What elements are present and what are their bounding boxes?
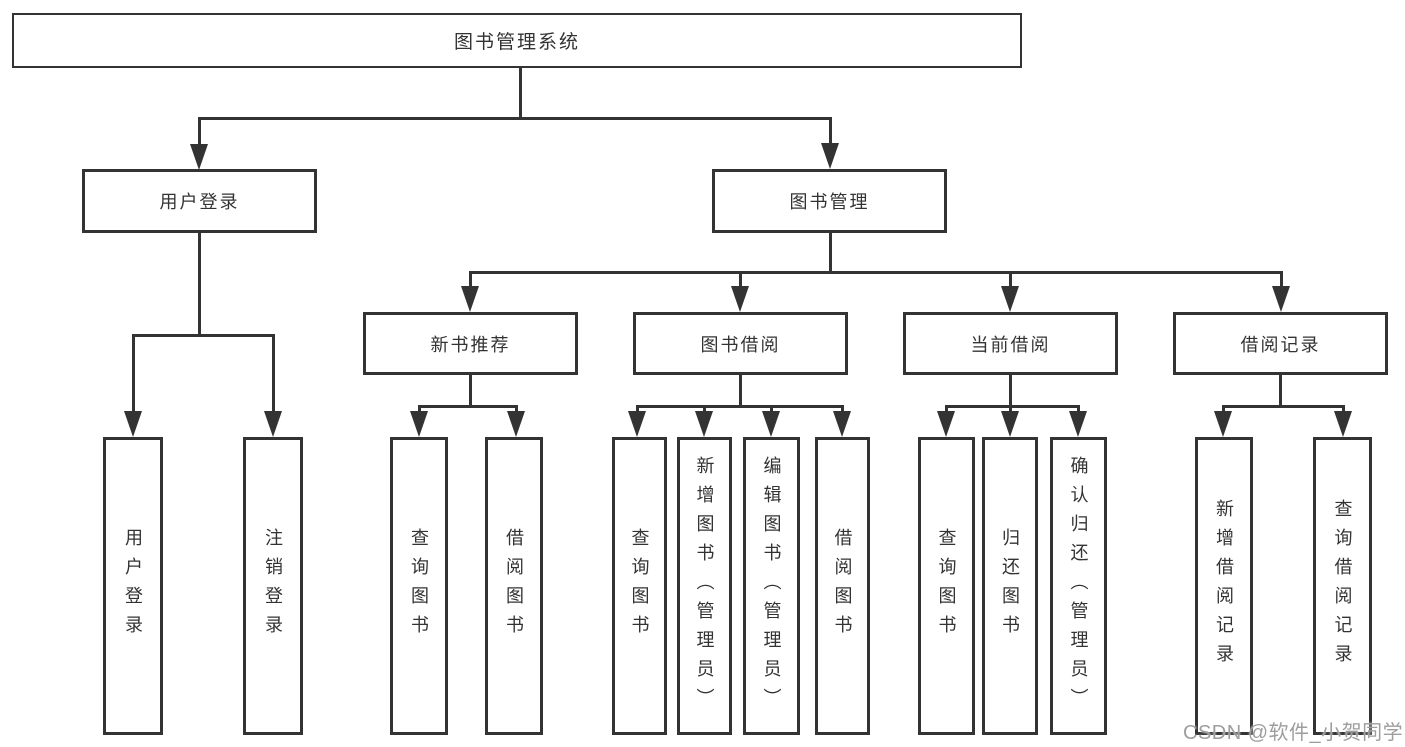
leaf-label: 新增借阅记录	[1214, 499, 1234, 673]
connector-line	[945, 405, 1079, 408]
connector-line	[132, 334, 274, 337]
connector-line	[1009, 405, 1012, 415]
leaf-logout: 注销登录	[243, 437, 303, 735]
connector-line	[132, 334, 135, 412]
leaf-confirm-return-admin: 确认归还（管理员）	[1050, 437, 1107, 735]
node-label: 图书管理系统	[453, 32, 580, 53]
connector-line	[469, 375, 472, 407]
connector-line	[829, 233, 832, 273]
arrowhead-icon	[762, 411, 780, 437]
connector-line	[829, 117, 832, 149]
leaf-label: 借阅图书	[504, 528, 524, 644]
connector-line	[272, 334, 275, 412]
arrowhead-icon	[1334, 411, 1352, 437]
connector-line	[1077, 405, 1080, 415]
leaf-label: 查询借阅记录	[1332, 499, 1353, 673]
arrowhead-icon	[731, 286, 749, 312]
leaf-borrow-books: 借阅图书	[815, 437, 870, 735]
leaf-query-books: 查询图书	[390, 437, 448, 735]
node-label: 借阅记录	[1240, 334, 1321, 355]
leaf-label: 查询图书	[629, 528, 650, 644]
leaf-query-borrow-record: 查询借阅记录	[1313, 437, 1372, 735]
arrowhead-icon	[190, 144, 208, 170]
connector-line	[469, 271, 1282, 274]
csdn-watermark: CSDN @软件_小贺同学	[1183, 722, 1404, 744]
arrowhead-icon	[264, 411, 282, 437]
arrowhead-icon	[1214, 411, 1232, 437]
leaf-label: 编辑图书（管理员）	[761, 455, 782, 717]
node-label: 图书借阅	[700, 334, 781, 355]
arrowhead-icon	[461, 286, 479, 312]
connector-line	[1009, 271, 1012, 292]
leaf-label: 借阅图书	[832, 528, 853, 644]
connector-line	[515, 405, 518, 415]
connector-line	[841, 405, 844, 415]
leaf-label: 注销登录	[263, 528, 283, 644]
leaf-edit-books-admin: 编辑图书（管理员）	[743, 437, 800, 735]
arrowhead-icon	[410, 411, 428, 437]
arrowhead-icon	[821, 143, 839, 169]
arrowhead-icon	[1069, 411, 1087, 437]
connector-line	[418, 405, 517, 408]
arrowhead-icon	[124, 411, 142, 437]
leaf-label: 查询图书	[409, 528, 429, 644]
node-book-management: 图书管理	[712, 169, 947, 233]
leaf-label: 确认归还（管理员）	[1068, 455, 1089, 717]
leaf-query-books: 查询图书	[612, 437, 667, 735]
node-current-borrow: 当前借阅	[903, 312, 1118, 375]
node-label: 图书管理	[789, 192, 870, 212]
connector-line	[1279, 375, 1282, 407]
connector-line	[770, 405, 773, 415]
node-book-borrow: 图书借阅	[633, 312, 848, 375]
connector-line	[519, 67, 522, 118]
leaf-query-books: 查询图书	[918, 437, 975, 735]
leaf-add-borrow-record: 新增借阅记录	[1195, 437, 1253, 735]
connector-line	[636, 405, 844, 408]
leaf-label: 查询图书	[936, 528, 957, 644]
arrowhead-icon	[507, 411, 525, 437]
connector-line	[636, 405, 639, 415]
arrowhead-icon	[1272, 286, 1290, 312]
leaf-borrow-books: 借阅图书	[485, 437, 543, 735]
node-system-root: 图书管理系统	[12, 13, 1022, 68]
arrowhead-icon	[937, 411, 955, 437]
connector-line	[1280, 271, 1283, 292]
connector-line	[945, 405, 948, 415]
leaf-user-login: 用户登录	[103, 437, 163, 735]
connector-line	[739, 271, 742, 292]
leaf-return-books: 归还图书	[982, 437, 1038, 735]
node-new-book-recommend: 新书推荐	[363, 312, 578, 375]
connector-line	[1009, 375, 1012, 407]
leaf-label: 新增图书（管理员）	[694, 455, 715, 717]
arrowhead-icon	[833, 411, 851, 437]
node-label: 当前借阅	[970, 334, 1051, 355]
connector-line	[1342, 405, 1345, 415]
node-user-login: 用户登录	[82, 169, 317, 233]
node-borrow-records: 借阅记录	[1173, 312, 1388, 375]
node-label: 用户登录	[159, 192, 240, 212]
connector-line	[418, 405, 421, 415]
arrowhead-icon	[1001, 286, 1019, 312]
arrowhead-icon	[695, 411, 713, 437]
connector-line	[739, 375, 742, 407]
arrowhead-icon	[628, 411, 646, 437]
node-label: 新书推荐	[430, 334, 511, 355]
connector-line	[198, 233, 201, 336]
leaf-add-books-admin: 新增图书（管理员）	[677, 437, 732, 735]
connector-line	[198, 117, 831, 120]
connector-line	[469, 271, 472, 292]
connector-line	[1222, 405, 1225, 415]
connector-line	[703, 405, 706, 415]
connector-line	[198, 117, 201, 149]
leaf-label: 归还图书	[1000, 528, 1020, 644]
connector-line	[1222, 405, 1344, 408]
leaf-label: 用户登录	[123, 528, 143, 644]
arrowhead-icon	[1001, 411, 1019, 437]
